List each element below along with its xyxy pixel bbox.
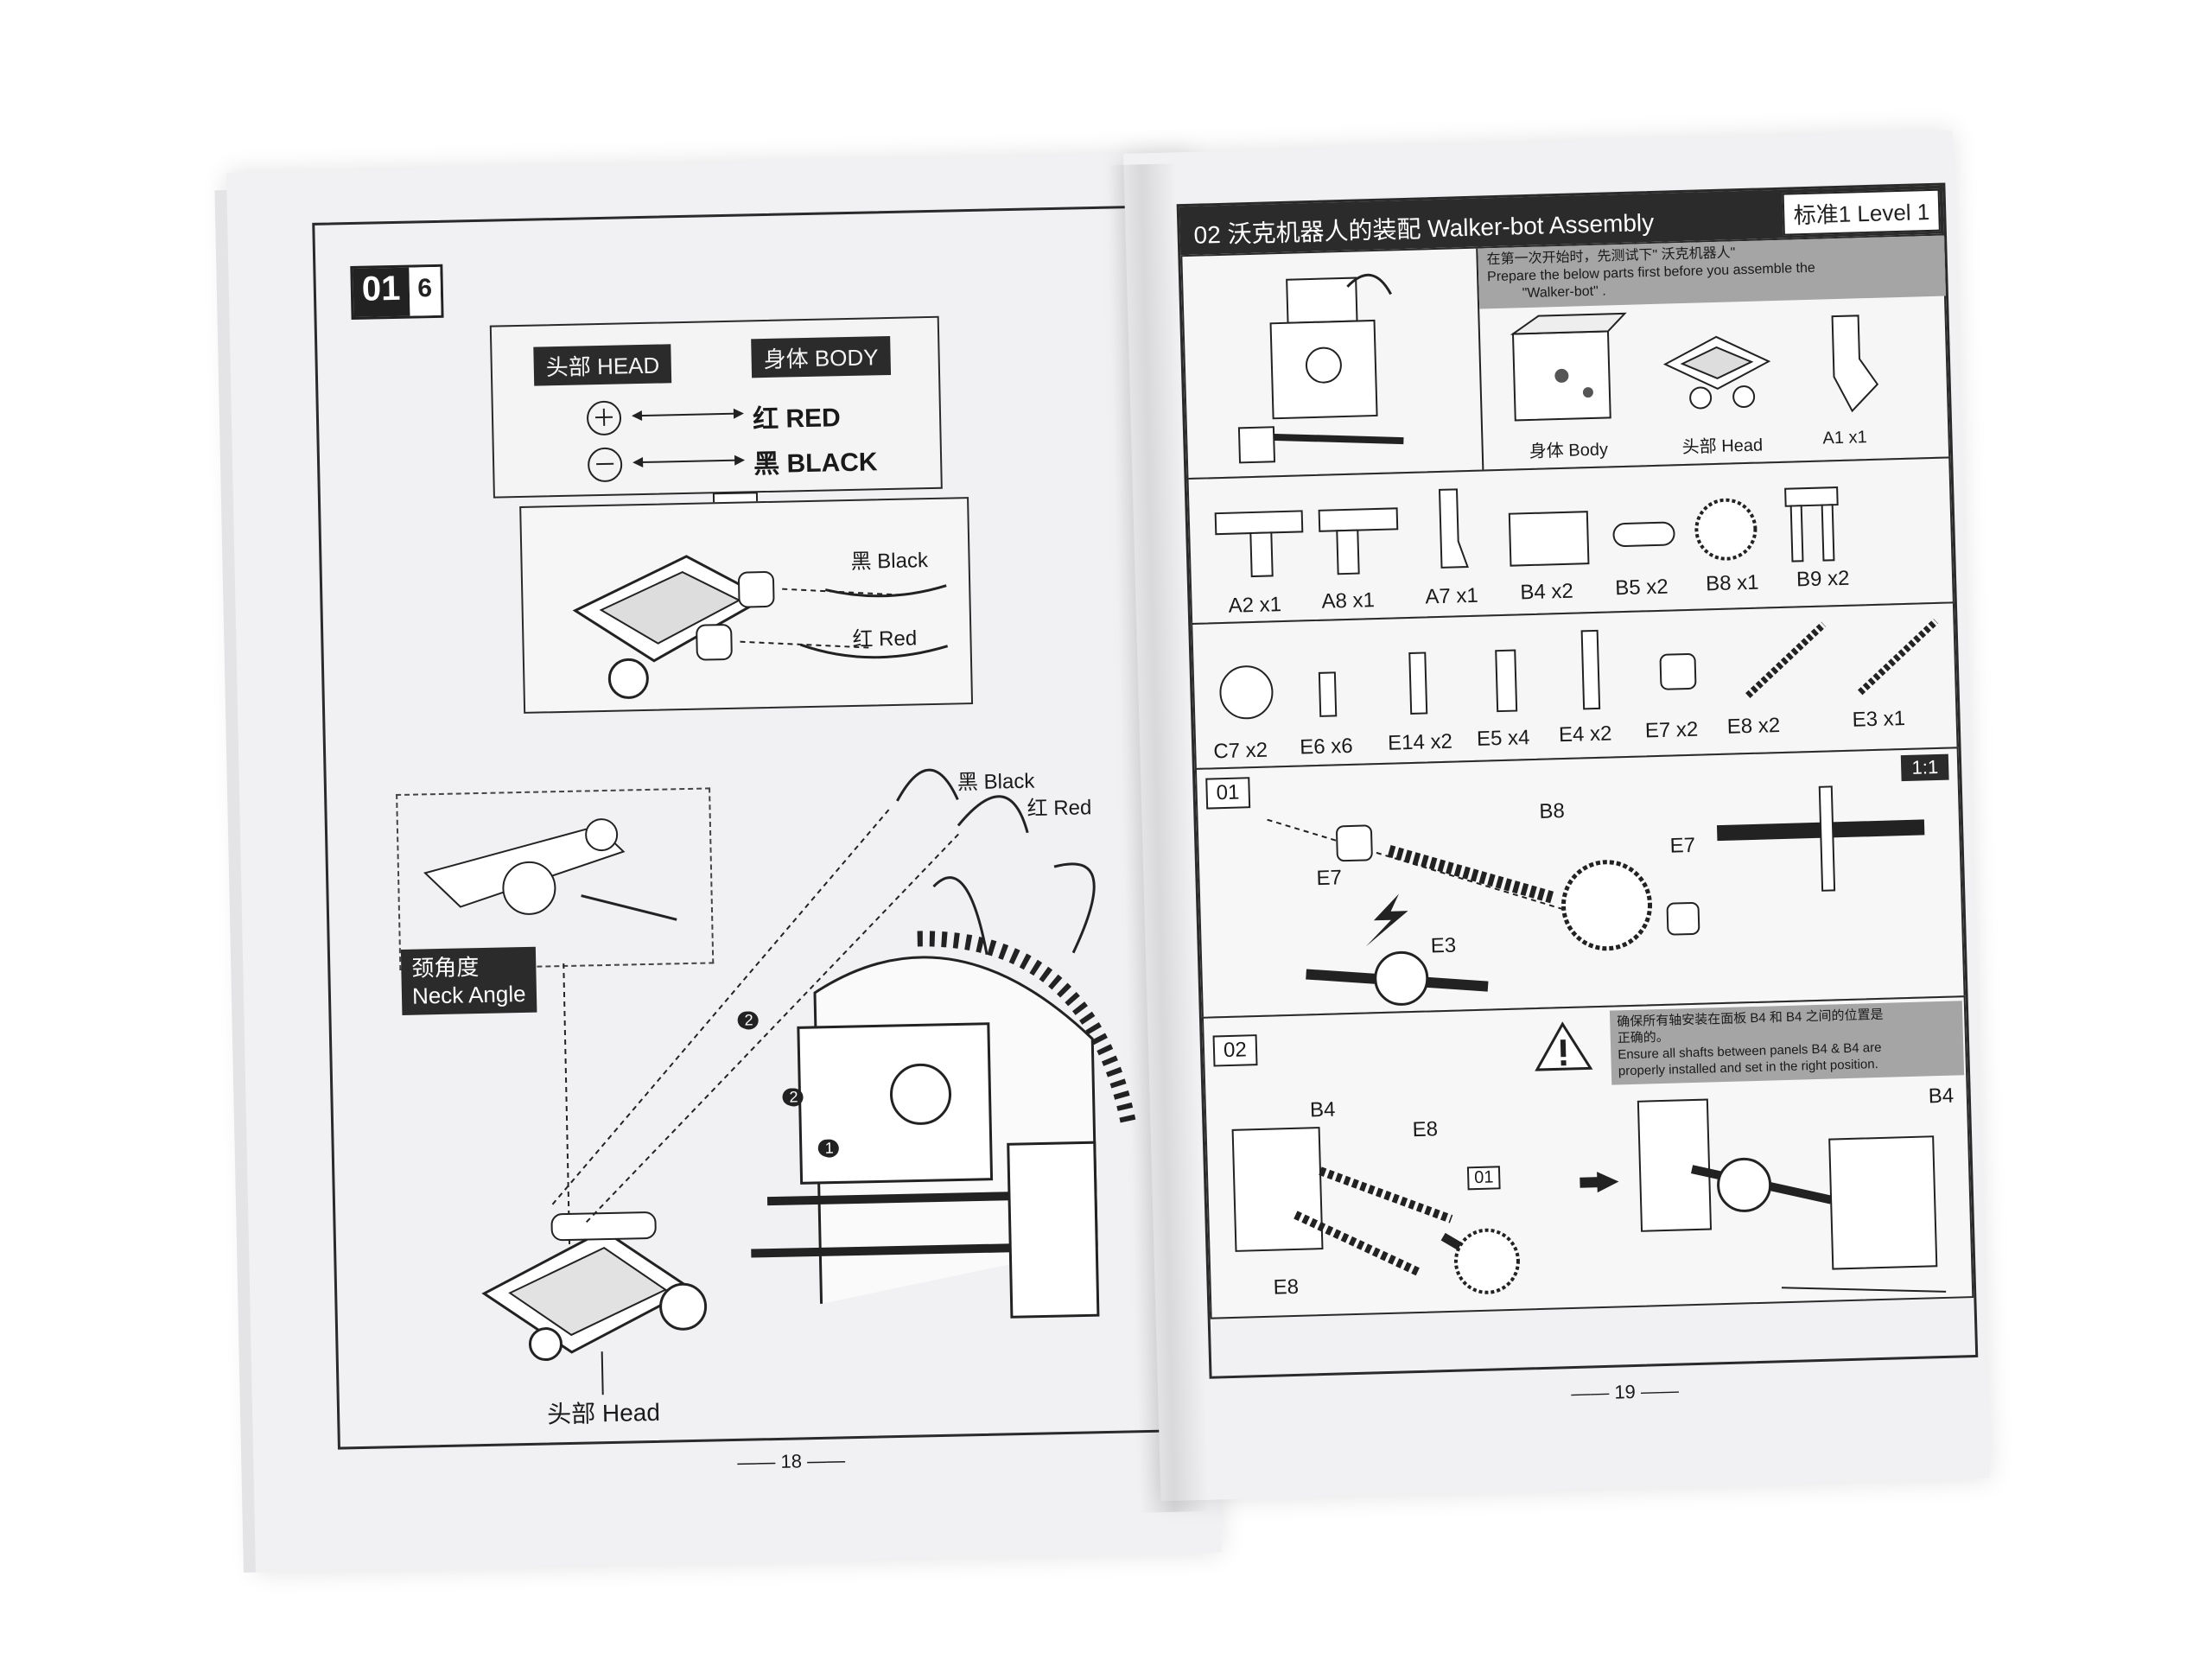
head-part-drawing [1662, 335, 1771, 410]
walker-bot-preview [1237, 273, 1404, 464]
step-02-label: B4 [1928, 1084, 1955, 1109]
body-chip: 身体 BODY [751, 335, 891, 378]
prep-part-label: A1 x1 [1822, 428, 1867, 448]
level-tag: 标准1 Level 1 [1783, 188, 1941, 236]
panel-assembly-drawing [1231, 1098, 1947, 1294]
head-chip: 头部 HEAD [533, 344, 672, 386]
a1-part-drawing [1831, 315, 1879, 413]
minus-mapping-text: 黑 BLACK [753, 448, 878, 480]
part-label: E4 x2 [1558, 721, 1612, 747]
plus-mapping-text: 红 RED [752, 404, 842, 435]
parts-row-1: A2 x1 A8 x1 A7 x1 B4 x2 B5 x2 B8 x1 B9 x… [1186, 456, 1955, 626]
part-label: E6 x6 [1299, 734, 1353, 760]
body-part-drawing [1510, 312, 1627, 422]
parts-row-1-drawings [1214, 486, 1839, 578]
head-label: 头部 Head [546, 1398, 661, 1428]
left-page-frame: 01 6 头部 HEAD 身体 BODY 红 RED 黑 BLACK [312, 205, 1193, 1450]
right-page-frame: 02 沃克机器人的装配 Walker-bot Assembly 标准1 Leve… [1176, 182, 1979, 1379]
part-label: B9 x2 [1796, 566, 1850, 592]
part-label: A8 x1 [1321, 588, 1376, 613]
minus-icon [587, 447, 623, 483]
prep-part-label: 头部 Head [1681, 435, 1764, 458]
part-label: E5 x4 [1476, 726, 1530, 751]
part-label: B8 x1 [1705, 570, 1759, 596]
neck-angle-drawing [423, 818, 677, 921]
part-label: A7 x1 [1425, 583, 1479, 609]
main-red-wire-label: 红 Red [1027, 796, 1092, 821]
step-badge-total: 6 [408, 266, 442, 316]
prep-part-label: 身体 Body [1529, 440, 1609, 462]
left-page-number: —— 18 —— [737, 1449, 846, 1473]
part-label: B5 x2 [1614, 575, 1669, 601]
step-01-label: E7 [1316, 866, 1343, 891]
step-02-label: E8 [1412, 1117, 1439, 1142]
right-page: 02 沃克机器人的装配 Walker-bot Assembly 标准1 Leve… [1123, 130, 1991, 1502]
step-01-number: 01 [1205, 777, 1250, 810]
left-page: 01 6 头部 HEAD 身体 BODY 红 RED 黑 BLACK [214, 152, 1222, 1573]
step-02-section: 02 确保所有轴安装在面板 B4 和 B4 之间的位置是 正确的。 Ensure… [1201, 995, 1974, 1319]
main-black-wire-label: 黑 Black [957, 769, 1035, 795]
connection-dash-lines [550, 768, 1029, 1224]
wire-connection-box: 黑 Black 红 Red [519, 497, 974, 714]
prep-intro: 在第一次开始时，先测试下" 沃克机器人" Prepare the below p… [1478, 235, 1946, 309]
step-01-label: B8 [1539, 799, 1566, 823]
step-02-ref-badge: 01 [1466, 1166, 1501, 1191]
part-label: E14 x2 [1387, 729, 1453, 755]
scale-tag: 1:1 [1901, 753, 1949, 782]
parts-row-2-drawings [1219, 619, 1939, 720]
plus-icon [586, 400, 622, 436]
part-label: E3 x1 [1852, 706, 1906, 732]
step-badge-number: 01 [353, 267, 410, 317]
shaft-assembly-drawing [1267, 785, 1925, 1006]
prep-section: 在第一次开始时，先测试下" 沃克机器人" Prepare the below p… [1180, 233, 1951, 480]
part-label: C7 x2 [1212, 738, 1268, 764]
double-arrow-icon [632, 454, 746, 467]
warning-icon [1535, 1021, 1593, 1071]
head-module-drawing [481, 1211, 708, 1362]
double-arrow-icon [631, 408, 744, 421]
right-page-number: —— 19 —— [1570, 1379, 1680, 1405]
head-label-pointer [601, 1351, 604, 1395]
part-label: B4 x2 [1519, 579, 1574, 605]
wire-polarity-box: 头部 HEAD 身体 BODY 红 RED 黑 BLACK [489, 315, 943, 499]
step-badge: 01 6 [350, 264, 444, 321]
step-02-number: 02 [1212, 1034, 1258, 1067]
neck-angle-label: 颈角度 Neck Angle [400, 946, 537, 1015]
solar-panel-head-drawing [572, 555, 949, 699]
page-edge [214, 189, 256, 1573]
parts-row-2: C7 x2 E6 x6 E14 x2 E5 x4 E4 x2 E7 x2 E8 … [1191, 601, 1959, 770]
black-wire-label: 黑 Black [850, 549, 929, 574]
step-01-label: E7 [1669, 833, 1696, 858]
part-label: E8 x2 [1726, 714, 1781, 739]
step-02-label: E8 [1273, 1274, 1300, 1300]
step-01-section: 01 1:1 B8 E7 E7 E3 [1194, 747, 1966, 1019]
robot-body-drawing [751, 862, 1137, 1319]
red-wire-label: 红 Red [852, 626, 918, 652]
neck-angle-box [396, 787, 715, 971]
part-label: E7 x2 [1644, 717, 1699, 743]
part-label: A2 x1 [1228, 593, 1282, 618]
step-01-label: E3 [1430, 933, 1457, 958]
step-02-label: B4 [1309, 1097, 1336, 1122]
warning-note: 确保所有轴安装在面板 B4 和 B4 之间的位置是 正确的。 Ensure al… [1609, 1001, 1965, 1085]
